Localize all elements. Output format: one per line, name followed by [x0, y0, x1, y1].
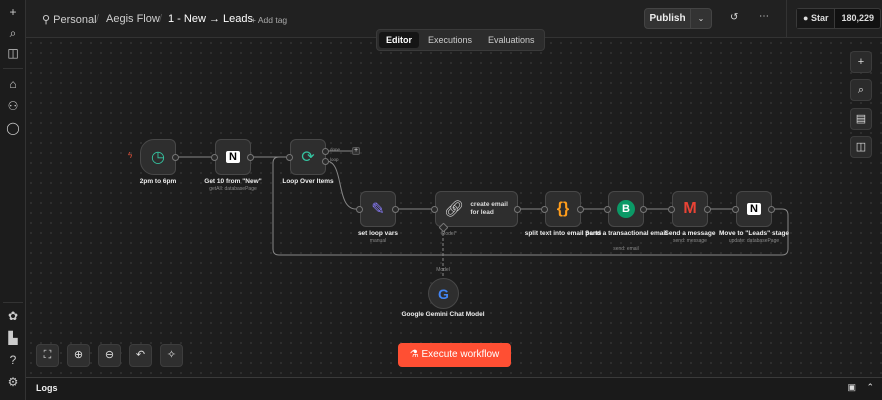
zoom-in-icon[interactable]: ⊕	[67, 344, 90, 367]
home-icon[interactable]: ⌂	[9, 77, 17, 91]
tab-editor[interactable]: Editor	[379, 32, 419, 48]
gemini-model-node[interactable]: G	[428, 278, 459, 309]
node-sublabel: manual	[369, 238, 387, 244]
trigger-bolt-icon: ϟ	[128, 151, 133, 160]
node-sublabel: getAll: databasePage	[209, 186, 257, 192]
breadcrumb-personal[interactable]: ⚲ Personal	[42, 14, 97, 26]
node-sublabel: send: message	[673, 238, 707, 244]
flask-icon: ⚗	[409, 349, 419, 360]
gmail-node[interactable]: M	[672, 191, 708, 227]
github-star-button[interactable]: ● Star 180,229	[796, 8, 882, 29]
plus-icon[interactable]: +	[9, 5, 17, 19]
google-icon: G	[438, 285, 449, 302]
history-icon[interactable]: ↺	[730, 12, 739, 23]
insights-icon[interactable]: ▙	[8, 331, 18, 345]
node-label: 2pm to 6pm	[139, 178, 177, 185]
node-label: Send a message	[664, 230, 716, 237]
search-icon[interactable]: ⌕	[850, 79, 872, 101]
node-label: set loop vars	[357, 230, 399, 237]
zoom-out-icon[interactable]: ⊖	[98, 344, 121, 367]
view-tabs: Editor Executions Evaluations	[376, 29, 545, 51]
settings-icon[interactable]: ⚙	[7, 375, 19, 389]
gmail-icon: M	[683, 200, 697, 217]
node-sublabel: Model*	[441, 231, 457, 237]
braces-icon: {}	[556, 200, 570, 217]
tab-executions[interactable]: Executions	[428, 35, 473, 45]
undo-icon[interactable]: ↶	[129, 344, 152, 367]
node-label: Send a transactional email	[584, 230, 667, 237]
node-label: Move to "Leads" stage	[718, 230, 790, 237]
logs-panel[interactable]: Logs ▣ ⌃	[26, 377, 882, 400]
llm-chain-node[interactable]: 🔗︎ create email for lead	[435, 191, 518, 227]
schedule-trigger-node[interactable]: ◷	[140, 139, 176, 175]
logs-title: Logs	[36, 383, 58, 393]
clock-icon: ◷	[151, 149, 165, 166]
github-icon: ●	[803, 13, 809, 23]
node-sublabel: update: databasePage	[728, 238, 780, 244]
panel-icon[interactable]: ◫	[7, 46, 19, 60]
chat-icon[interactable]: ◯	[6, 121, 20, 135]
node-label: create email for lead	[470, 201, 508, 216]
execute-workflow-button[interactable]: ⚗ Execute workflow	[398, 343, 511, 367]
pencil-icon: ✎	[371, 201, 385, 218]
brevo-node[interactable]: B	[608, 191, 644, 227]
breadcrumb-project[interactable]: Aegis Flow	[106, 13, 160, 25]
notion-icon: N	[747, 203, 761, 215]
node-label: Google Gemini Chat Model	[401, 311, 485, 318]
tidy-up-icon[interactable]: ✧	[160, 344, 183, 367]
templates-icon[interactable]: ✿	[7, 309, 19, 323]
sticky-note-icon[interactable]: ▤	[850, 108, 872, 130]
header: ⚲ Personal / Aegis Flow / 1 - New → Lead…	[26, 0, 882, 38]
node-sublabel: Model	[436, 267, 450, 273]
panel-icon[interactable]: ◫	[850, 136, 872, 158]
tab-evaluations[interactable]: Evaluations	[488, 35, 535, 45]
node-label: split text into email parts	[524, 230, 602, 237]
loop-output-done: done	[330, 147, 341, 152]
sidebar: + ⌕ ◫ ⌂ ⚇ ◯ ✿ ▙ ? ⚙	[0, 0, 26, 400]
loop-output-loop: loop	[330, 157, 339, 162]
more-icon[interactable]: ⋯	[759, 11, 769, 22]
chevron-down-icon[interactable]: ⌄	[697, 14, 705, 23]
search-icon[interactable]: ⌕	[9, 26, 17, 40]
set-node[interactable]: ✎	[360, 191, 396, 227]
user-icon[interactable]: ⚇	[7, 99, 19, 113]
help-icon[interactable]: ?	[9, 353, 17, 367]
brevo-icon: B	[617, 200, 635, 218]
publish-button[interactable]: Publish	[645, 9, 691, 28]
node-sublabel: send: email	[613, 246, 639, 252]
fit-view-icon[interactable]: ⛶	[36, 344, 59, 367]
code-node[interactable]: {}	[545, 191, 581, 227]
add-tag-button[interactable]: + Add tag	[251, 15, 288, 25]
add-node-icon[interactable]: +	[850, 51, 872, 73]
link-icon: 🔗︎	[444, 201, 465, 218]
notion-get-node[interactable]: N	[215, 139, 251, 175]
popout-icon[interactable]: ▣	[847, 382, 856, 392]
chevron-up-icon[interactable]: ⌃	[866, 382, 874, 392]
node-label: Loop Over Items	[282, 178, 334, 185]
edge	[325, 160, 357, 210]
add-node-button[interactable]: +	[352, 147, 360, 155]
refresh-icon: ⟳	[301, 149, 315, 166]
notion-icon: N	[226, 151, 240, 163]
node-label: Get 10 from "New"	[204, 178, 262, 185]
notion-update-node[interactable]: N	[736, 191, 772, 227]
loop-node[interactable]: ⟳	[290, 139, 326, 175]
star-count: 180,229	[841, 13, 875, 23]
loop-back-edge	[272, 156, 789, 256]
workflow-name[interactable]: 1 - New → Leads	[168, 13, 253, 25]
publish-group: Publish ⌄	[644, 8, 712, 29]
